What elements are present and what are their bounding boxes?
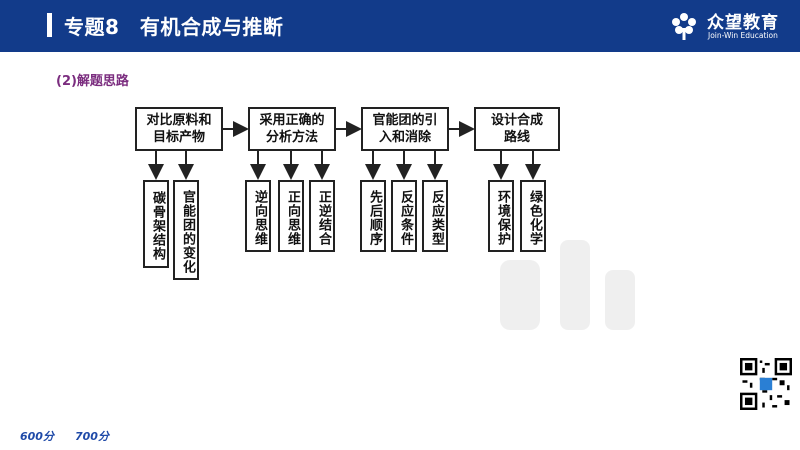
logo-subtext: Join-Win Education xyxy=(708,31,778,40)
flow-child-box: 官能团的变化 xyxy=(173,180,199,280)
flow-child-box: 正向思维 xyxy=(278,180,304,252)
flow-child-box: 反应类型 xyxy=(422,180,448,252)
badge-700: 700分 xyxy=(75,430,109,443)
qr-code-icon xyxy=(740,358,792,410)
page-title: 专题8 有机合成与推断 xyxy=(64,15,284,39)
watermark-graphic xyxy=(500,240,635,330)
flow-step-4: 设计合成路线 xyxy=(474,107,560,151)
flower-logo-icon xyxy=(672,13,696,40)
flow-step-label: 采用正确的分析方法 xyxy=(259,113,325,145)
flow-child-box: 碳骨架结构 xyxy=(143,180,169,268)
section-label: (2)解题思路 xyxy=(56,74,129,89)
flow-child-box: 逆向思维 xyxy=(245,180,271,252)
flow-child-box: 先后顺序 xyxy=(360,180,386,252)
flow-step-3: 官能团的引入和消除 xyxy=(361,107,449,151)
flow-step-label: 设计合成路线 xyxy=(490,113,543,145)
flow-child-box: 环境保护 xyxy=(488,180,514,252)
flow-step-label: 对比原料和目标产物 xyxy=(146,113,212,145)
flow-step-1: 对比原料和目标产物 xyxy=(135,107,223,151)
flow-child-box: 反应条件 xyxy=(391,180,417,252)
flow-child-box: 绿色化学 xyxy=(520,180,546,252)
flow-step-label: 官能团的引入和消除 xyxy=(372,113,438,145)
flow-step-2: 采用正确的分析方法 xyxy=(248,107,336,151)
badge-600: 600分 xyxy=(20,430,54,443)
header-accent-bar xyxy=(47,13,52,37)
logo-text: 众望教育 xyxy=(707,13,779,33)
header-bar: 专题8 有机合成与推断 众望教育 Join-Win Education xyxy=(0,0,800,52)
flow-child-box: 正逆结合 xyxy=(309,180,335,252)
